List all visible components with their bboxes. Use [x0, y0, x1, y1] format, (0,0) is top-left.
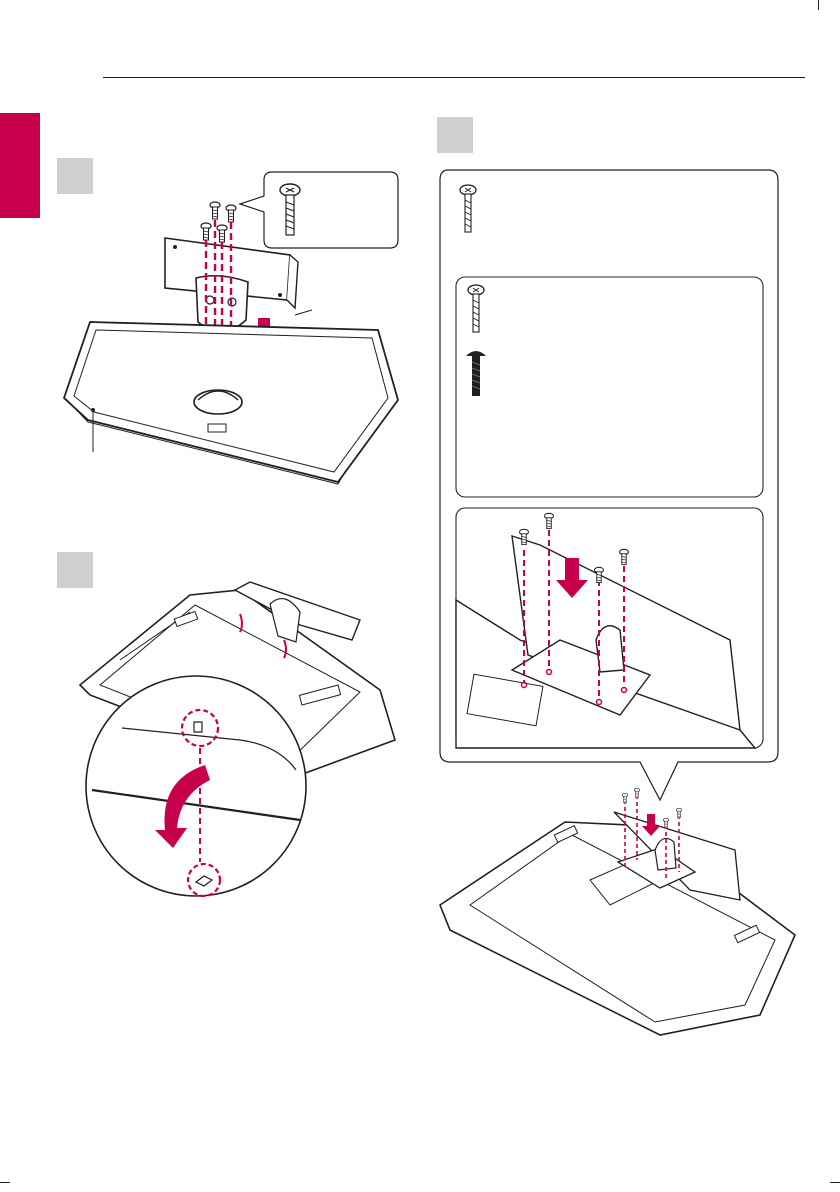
hook-detail — [86, 676, 306, 896]
screw-options-box — [456, 277, 763, 497]
tv-back-overview — [440, 812, 795, 1035]
step-1-illustration — [64, 172, 398, 484]
step-3-illustration — [440, 170, 795, 1035]
screw-callout — [240, 172, 398, 248]
stand-base — [64, 322, 398, 484]
stand-body — [165, 238, 312, 332]
step-2-illustration — [80, 582, 395, 896]
